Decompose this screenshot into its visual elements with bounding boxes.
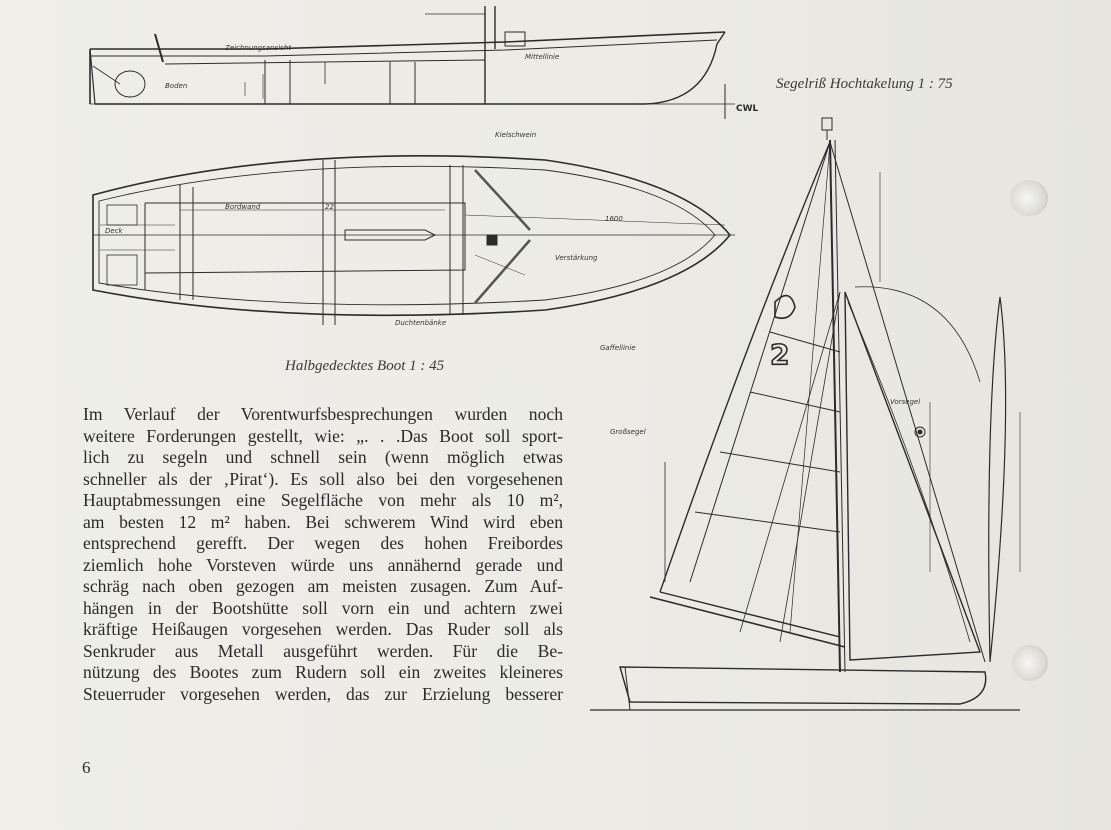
svg-text:Deck: Deck (105, 227, 124, 235)
body-line: Hauptabmessungen eine Segelfläche von me… (83, 490, 563, 510)
sail-number: 2 (770, 338, 789, 371)
hull-drawing-caption: Halbgedecktes Boot 1 : 45 (285, 358, 445, 374)
svg-text:Gaffellinie: Gaffellinie (600, 344, 636, 352)
hull-plan-svg: Bordwand 22 1600 Verstärkung Deck Duchte… (92, 131, 735, 327)
body-line: kräftige Heißaugen vorgesehen werden. Da… (83, 619, 563, 639)
body-line: lich zu segeln und schnell sein (wenn mö… (83, 447, 563, 467)
svg-text:Duchtenbänke: Duchtenbänke (395, 319, 446, 327)
body-line: Senkruder aus Metall ausgeführt werden. … (83, 640, 563, 661)
punch-hole-top (1010, 180, 1048, 216)
hull-plan-drawing: Bordwand 22 1600 Verstärkung Deck Duchte… (85, 125, 745, 350)
svg-text:1600: 1600 (605, 215, 623, 223)
page-number: 6 (82, 758, 91, 777)
svg-text:Zeichnungsansicht: Zeichnungsansicht (224, 44, 291, 52)
svg-text:Vorsegel: Vorsegel (890, 398, 920, 406)
svg-text:Mittellinie: Mittellinie (525, 53, 559, 61)
sail-drawing-caption: Segelriß Hochtakelung 1 : 75 (776, 76, 953, 92)
body-line: entsprechend gerefft. Der wegen des hohe… (83, 533, 563, 553)
svg-text:Bordwand: Bordwand (225, 203, 261, 211)
body-text: Im Verlauf der Vorentwurfsbesprechungen … (83, 404, 563, 705)
svg-text:Kielschwein: Kielschwein (495, 131, 536, 139)
svg-text:Verstärkung: Verstärkung (555, 254, 598, 262)
sail-plan-drawing: 2 Großsegel Vorsegel Gaffellinie (590, 112, 1070, 722)
body-line: ziemlich hohe Vorsteven würde uns annähe… (83, 554, 563, 575)
hull-profile-svg: Zeichnungsansicht Boden Mittellinie (89, 6, 735, 119)
punch-hole-bottom (1012, 645, 1048, 681)
cwl-label: CWL (736, 104, 759, 114)
svg-text:Großsegel: Großsegel (610, 428, 646, 436)
body-line: nützung des Bootes zum Rudern soll ein z… (83, 662, 563, 682)
body-line: weitere Forderungen gestellt, wie: „. . … (83, 425, 563, 446)
svg-text:22: 22 (325, 203, 334, 211)
body-line: am besten 12 m² haben. Bei schwerem Wind… (83, 511, 563, 532)
body-line: hängen in der Bootshütte soll vorn ein u… (83, 597, 563, 618)
body-line: schräg nach oben gezogen am meisten zusa… (83, 576, 563, 596)
body-line: Im Verlauf der Vorentwurfsbesprechungen … (83, 404, 563, 424)
sail-plan-svg: 2 Großsegel Vorsegel Gaffellinie (590, 117, 1021, 711)
body-line: Steuerruder vorgesehen werden, das zur E… (83, 683, 563, 704)
body-line: schneller als der ‚Pirat‘). Es soll also… (83, 468, 563, 489)
hull-profile-drawing: Zeichnungsansicht Boden Mittellinie (85, 4, 735, 119)
svg-text:Boden: Boden (165, 82, 187, 90)
body-paragraph: Im Verlauf der Vorentwurfsbesprechungen … (83, 404, 563, 705)
